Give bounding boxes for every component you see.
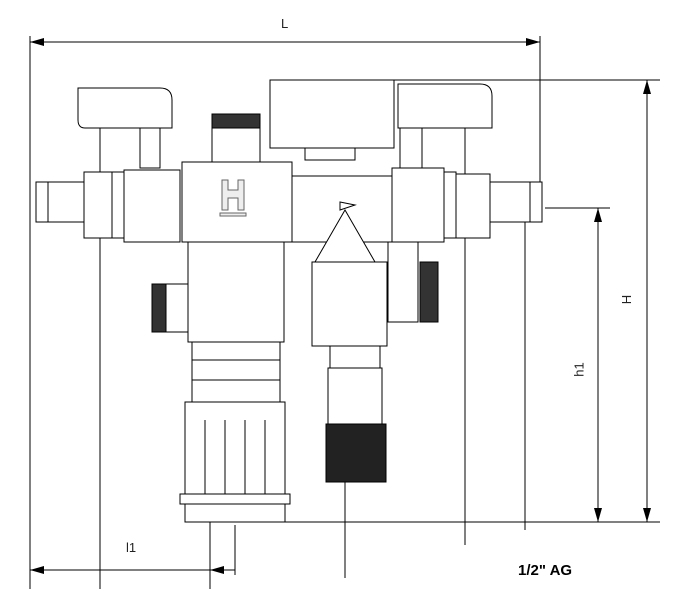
- dimension-label-h1: h1: [571, 362, 587, 377]
- top-cap: [269, 79, 395, 149]
- dimension-label-H: H: [619, 294, 635, 305]
- dimension-label-L: L: [281, 16, 289, 31]
- left-port-icon: [151, 283, 167, 333]
- connection-label: 1/2" AG: [518, 562, 573, 579]
- left-ball-valve: [35, 87, 181, 243]
- drain-knob-icon: [325, 423, 387, 483]
- valve-body: [181, 113, 439, 483]
- test-port-icon: [419, 261, 439, 323]
- brand-logo: [219, 179, 247, 217]
- right-ball-valve: [391, 83, 543, 243]
- left-column: [151, 241, 291, 523]
- vent-cap-icon: [211, 113, 261, 129]
- dimension-label-l1: l1: [126, 540, 137, 555]
